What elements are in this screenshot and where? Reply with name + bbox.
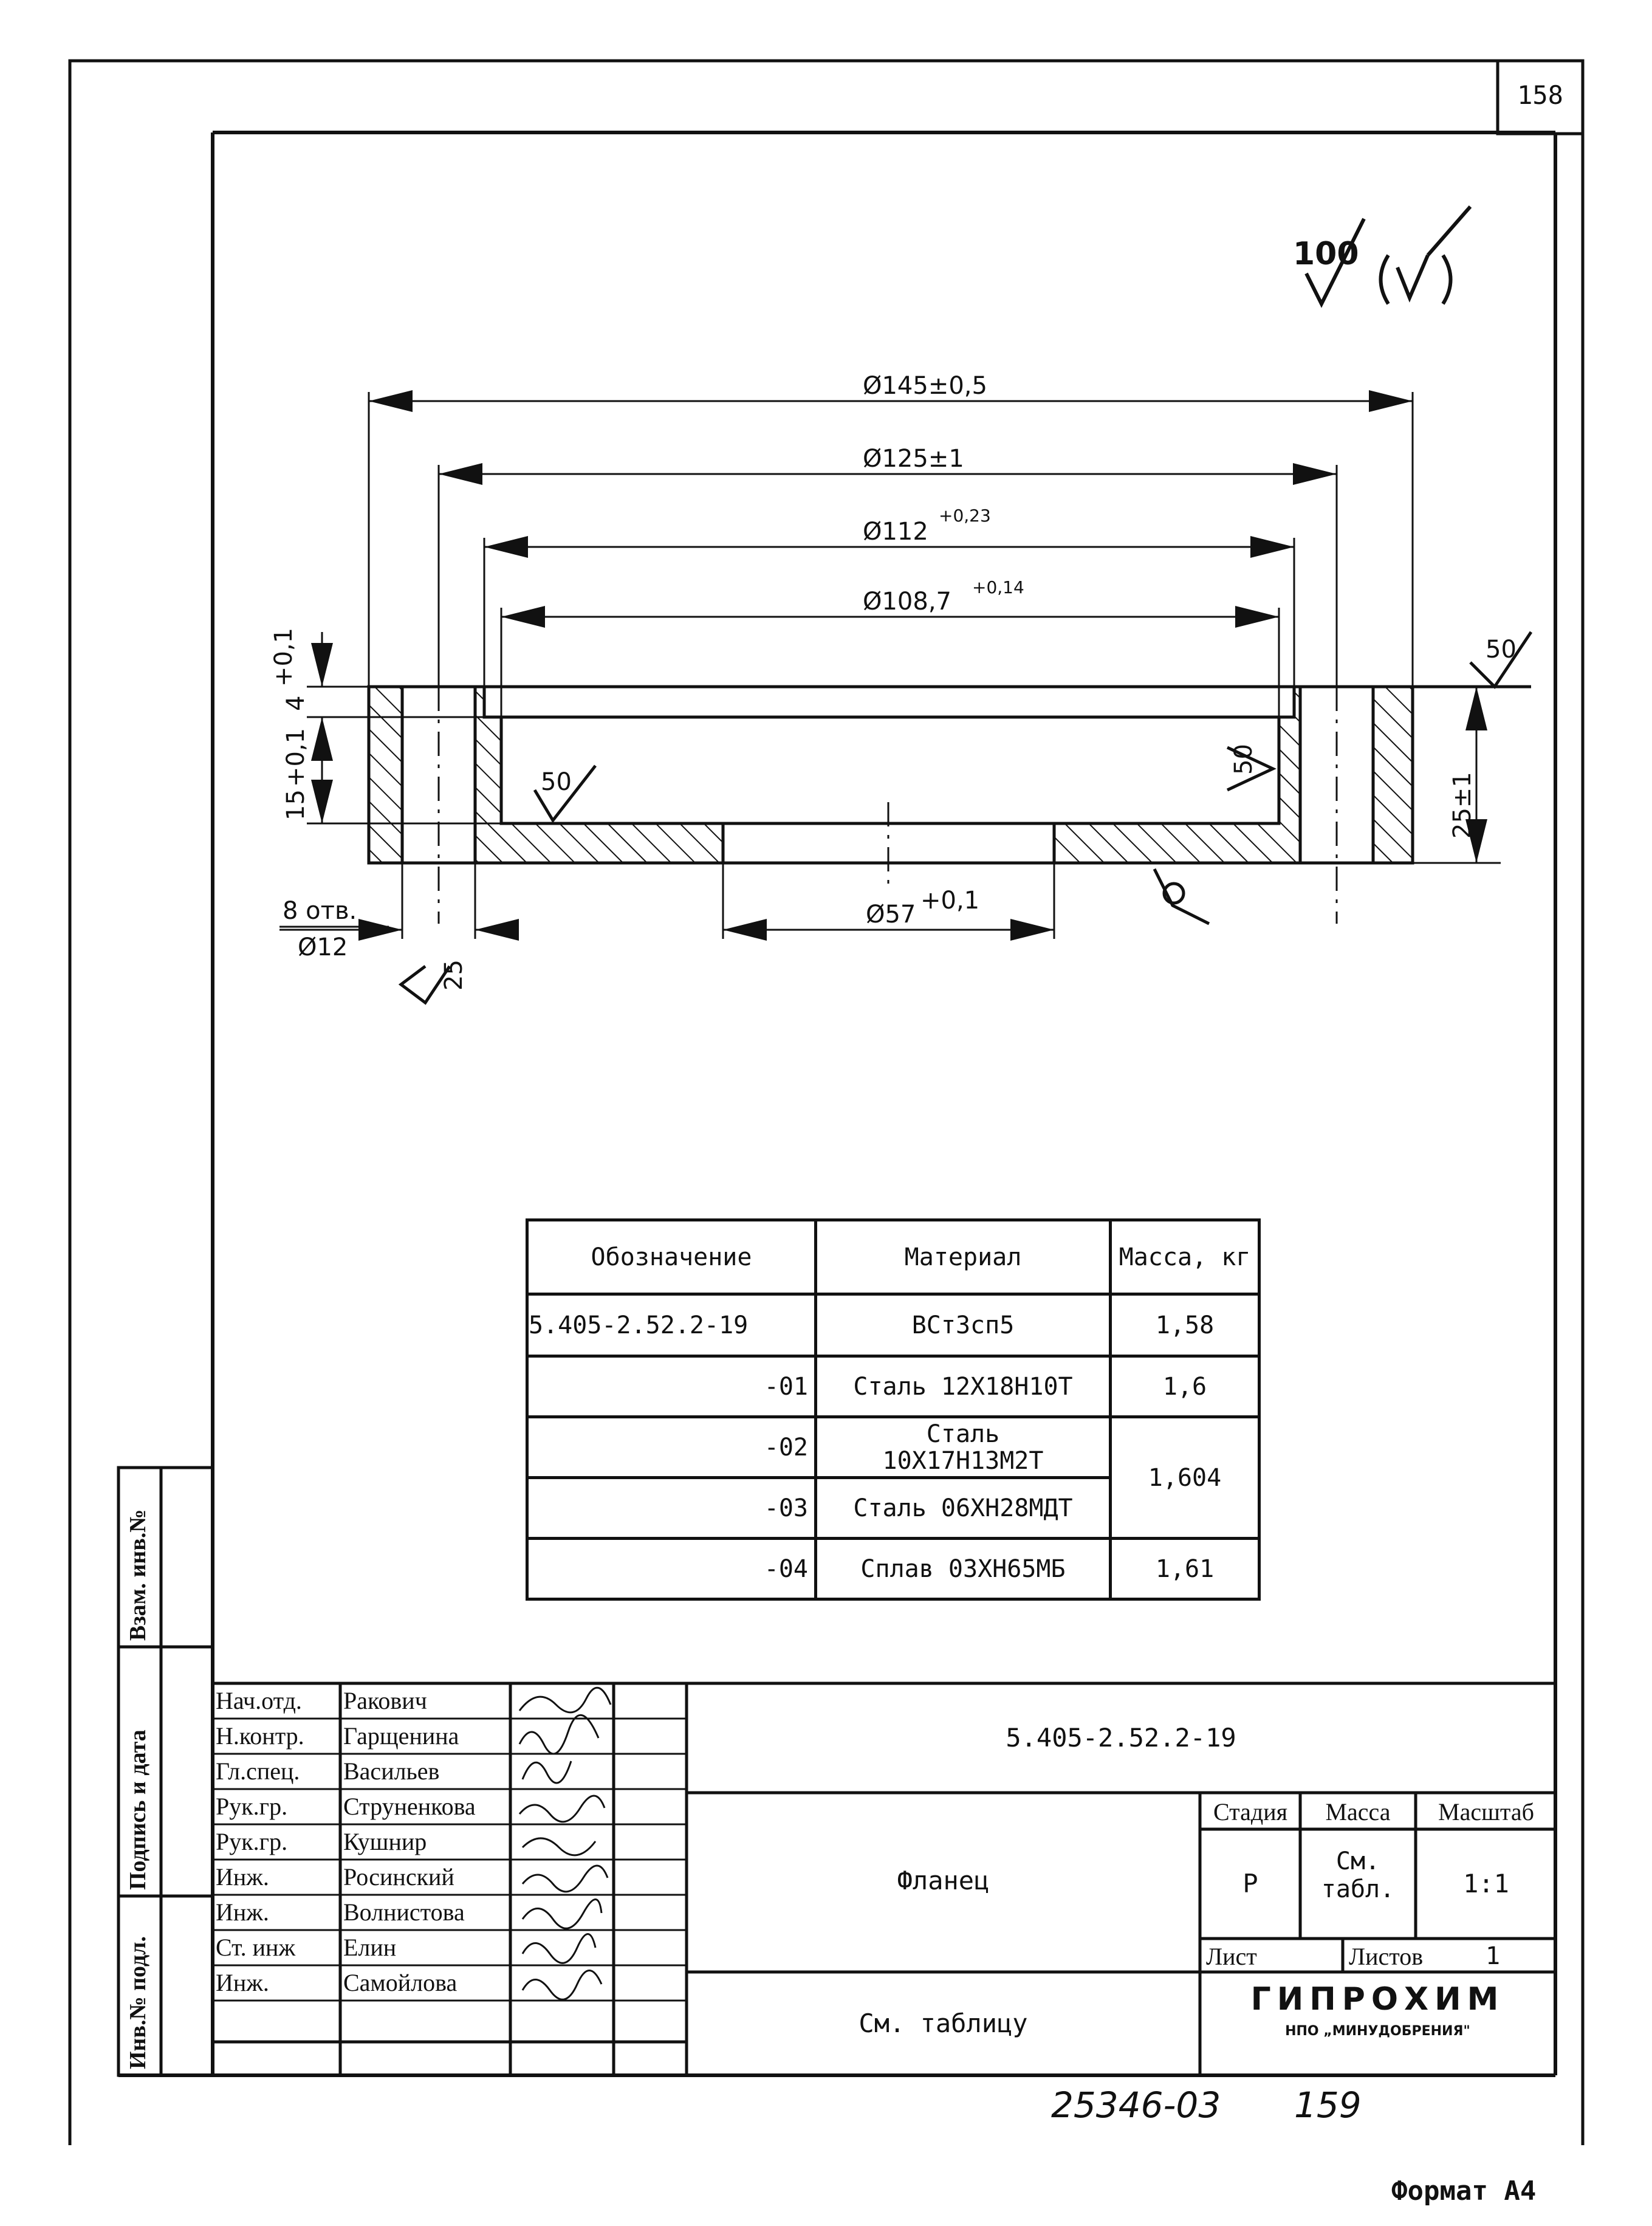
roughness-general-value: 100: [1293, 236, 1359, 272]
stamp-number: 25346-03: [1051, 2084, 1221, 2126]
roughness-marks: [398, 631, 1533, 1005]
title-block-name: Ракович: [343, 1687, 427, 1714]
roughness-general-symbol: [1304, 205, 1472, 308]
roughness-25-hole: 25: [440, 960, 468, 991]
title-block-name: Самойлова: [343, 1969, 458, 1996]
dim-h25: 25±1: [1448, 772, 1476, 839]
header-material: Материал: [814, 1218, 1112, 1296]
table-row-material: ВСт3сп5: [814, 1293, 1112, 1358]
inner-frame: [118, 131, 1557, 2077]
table-row-designation: -01: [526, 1355, 817, 1418]
holes-count: 8 отв.: [283, 897, 357, 925]
title-block-name: Васильев: [343, 1757, 440, 1785]
table-row-mass: 1,604: [1109, 1415, 1261, 1540]
title-block-name: Кушнир: [343, 1828, 427, 1855]
table-row-mass: 1,58: [1109, 1293, 1261, 1358]
dim-d112-tol: +0,23: [939, 506, 991, 526]
roughness-50-top-right: 50: [1486, 636, 1517, 664]
mass-value: См. табл.: [1321, 1847, 1395, 1903]
roughness-50-left: 50: [541, 768, 572, 796]
title-block-role: Гл.спец.: [216, 1757, 300, 1785]
title-block-role: Рук.гр.: [216, 1793, 288, 1820]
side-label-vzam: Взам. инв.№: [125, 1509, 151, 1641]
title-designation: 5.405-2.52.2-19: [1006, 1723, 1236, 1753]
org-name: ГИПРОХИМ: [1250, 1981, 1505, 2018]
title-block-role: Инж.: [216, 1863, 269, 1891]
dim-d57: Ø57: [866, 901, 916, 929]
title-block-name: Елин: [343, 1934, 397, 1961]
materials-table: Обозначение Материал Масса, кг 5.405-2.5…: [526, 1218, 1261, 1601]
title-block-role: Рук.гр.: [216, 1828, 288, 1855]
table-row-mass: 1,6: [1109, 1355, 1261, 1418]
outer-frame: [68, 59, 1585, 2145]
title-block-name: Росинский: [343, 1863, 454, 1891]
scale-label: Масштаб: [1438, 1798, 1534, 1826]
table-row-designation: -03: [526, 1476, 817, 1540]
title-block-role: Инж.: [216, 1969, 269, 1996]
stamp-page: 159: [1294, 2084, 1362, 2126]
dim-d108-tol: +0,14: [972, 577, 1024, 597]
dim-h4-tol: +0,1: [270, 628, 298, 687]
holes-dia: Ø12: [298, 933, 348, 961]
header-designation: Обозначение: [526, 1218, 817, 1296]
sheet-label: Лист: [1206, 1943, 1257, 1970]
title-block-role: Нач.отд.: [216, 1687, 302, 1714]
title-block-name: Гарщенина: [343, 1722, 459, 1750]
mass-label: Масса: [1325, 1798, 1391, 1826]
dim-h4: 4: [282, 696, 310, 711]
dim-d57-tol: +0,1: [920, 887, 979, 915]
dim-d108: Ø108,7: [863, 588, 951, 616]
title-block-grid: [211, 1682, 1555, 2075]
table-row-designation: -02: [526, 1415, 817, 1479]
title-part-name: Фланец: [897, 1866, 990, 1895]
sheets-label: Листов: [1349, 1943, 1424, 1970]
table-row-material: Сплав 03ХН65МБ: [814, 1537, 1112, 1601]
scale-value: 1:1: [1463, 1869, 1509, 1898]
title-block-row-lines: [213, 1717, 687, 2002]
title-block-role: Инж.: [216, 1898, 269, 1926]
side-label-podpis: Подпись и дата: [125, 1730, 151, 1890]
title-block-role: Н.контр.: [216, 1722, 304, 1750]
table-row-designation: 5.405-2.52.2-19: [526, 1293, 817, 1358]
roughness-50-side: 50: [1230, 744, 1258, 775]
stage-value: Р: [1242, 1869, 1258, 1898]
table-row-material: Сталь 06ХН28МДТ: [814, 1476, 1112, 1540]
dimension-lines: [279, 390, 1501, 941]
title-material-ref: См. таблицу: [859, 2008, 1028, 2038]
table-row-material: Сталь 10Х17Н13М2Т: [814, 1415, 1112, 1479]
title-block-role: Ст. инж: [216, 1934, 296, 1961]
flange-section: [367, 685, 1531, 924]
stage-label: Стадия: [1213, 1798, 1288, 1826]
signatures: [518, 1686, 612, 2001]
table-row-designation: -04: [526, 1537, 817, 1601]
title-block-name: Волнистова: [343, 1898, 465, 1926]
side-label-inv-podl: Инв.№ подл.: [125, 1936, 151, 2069]
dim-d125: Ø125±1: [863, 445, 964, 473]
dim-d112: Ø112: [863, 518, 928, 546]
org-sub: НПО „МИНУДОБРЕНИЯ": [1285, 2024, 1470, 2039]
title-block-name: Струненкова: [343, 1793, 476, 1820]
table-row-material: Сталь 12Х18Н10Т: [814, 1355, 1112, 1418]
format-label: Формат А4: [1391, 2176, 1537, 2207]
dim-h15-tol: +0,1: [282, 728, 310, 787]
dim-d145: Ø145±0,5: [863, 372, 987, 400]
table-row-mass: 1,61: [1109, 1537, 1261, 1601]
dim-h15: 15: [282, 789, 310, 820]
sheets-value: 1: [1486, 1942, 1501, 1970]
sheet-number: 158: [1517, 80, 1563, 110]
header-mass: Масса, кг: [1109, 1218, 1261, 1296]
